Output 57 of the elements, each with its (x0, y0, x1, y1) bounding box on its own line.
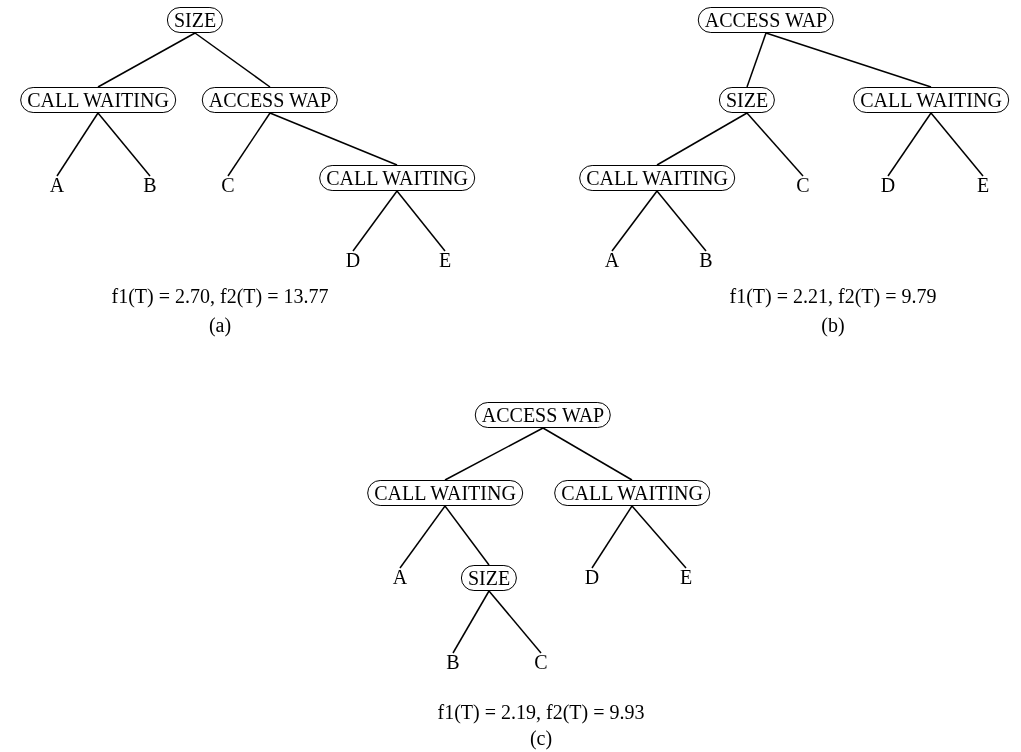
leaf-label: E (437, 249, 453, 271)
tree-branch (631, 505, 687, 569)
formula-label: f1(T) = 2.21, f2(T) = 9.79 (729, 284, 937, 308)
attribute-node: CALL WAITING (579, 165, 735, 191)
tree-branch (269, 112, 398, 166)
leaf-label: C (220, 174, 236, 196)
tree-branch (611, 190, 658, 252)
tree-branch (444, 427, 544, 481)
tree-branch (887, 112, 932, 177)
tree-branch (746, 112, 804, 177)
tree-branch (444, 505, 490, 566)
leaf-label: C (533, 651, 549, 673)
tree-branch (396, 190, 446, 252)
attribute-node: CALL WAITING (319, 165, 475, 191)
leaf-label: B (142, 174, 158, 196)
tree-branch (399, 505, 446, 569)
leaf-label: B (445, 651, 461, 673)
attribute-node: CALL WAITING (554, 480, 710, 506)
panel-label: (a) (208, 313, 232, 337)
tree-branch (56, 112, 99, 177)
leaf-label: A (48, 174, 66, 196)
tree-branch (97, 112, 151, 177)
attribute-node: CALL WAITING (853, 87, 1009, 113)
leaf-label: C (795, 174, 811, 196)
panel-label: (b) (821, 313, 845, 337)
attribute-node: ACCESS WAP (697, 7, 835, 33)
tree-branch (746, 32, 767, 88)
leaf-label: E (975, 174, 991, 196)
tree-branch (194, 32, 271, 88)
tree-branch (591, 505, 633, 569)
formula-label: f1(T) = 2.70, f2(T) = 13.77 (111, 284, 329, 308)
attribute-node: ACCESS WAP (201, 87, 339, 113)
leaf-label: B (698, 249, 714, 271)
leaf-label: D (344, 249, 362, 271)
attribute-node: ACCESS WAP (474, 402, 612, 428)
tree-branch (227, 112, 271, 177)
attribute-node: SIZE (460, 565, 518, 591)
tree-branch (656, 112, 748, 166)
tree-branch (97, 32, 196, 88)
panel-label: (c) (529, 726, 553, 750)
leaf-label: A (603, 249, 621, 271)
attribute-node: CALL WAITING (367, 480, 523, 506)
attribute-node: CALL WAITING (20, 87, 176, 113)
tree-branch (352, 190, 398, 252)
attribute-node: SIZE (166, 7, 224, 33)
tree-branch (452, 590, 490, 654)
tree-branch (765, 32, 932, 88)
tree-branch (488, 590, 542, 654)
leaf-label: A (391, 566, 409, 588)
tree-branch (656, 190, 707, 252)
tree-branch (542, 427, 633, 481)
formula-label: f1(T) = 2.19, f2(T) = 9.93 (437, 700, 645, 724)
tree-branch (930, 112, 984, 177)
leaf-label: E (678, 566, 694, 588)
attribute-node: SIZE (718, 87, 776, 113)
leaf-label: D (879, 174, 897, 196)
leaf-label: D (583, 566, 601, 588)
